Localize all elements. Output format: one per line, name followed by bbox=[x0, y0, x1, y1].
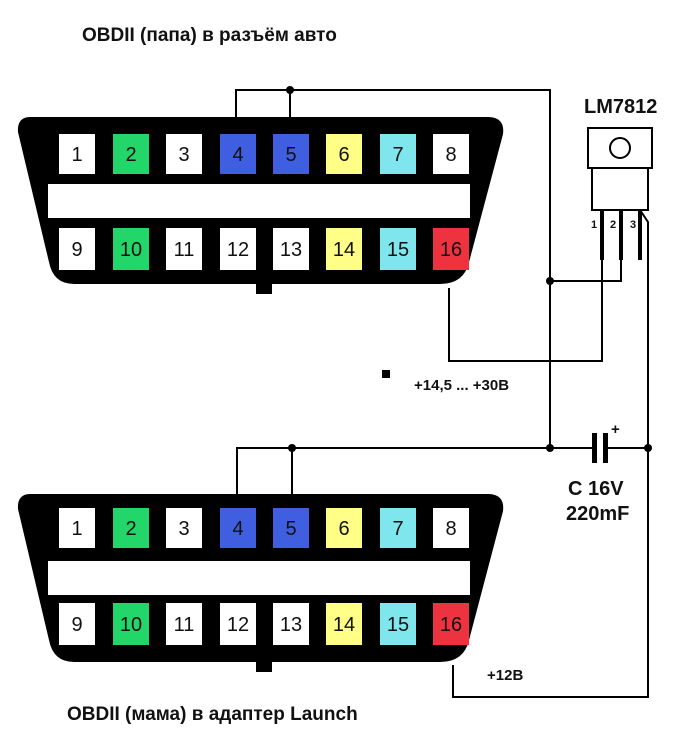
top-pin-label-15: 15 bbox=[387, 239, 409, 261]
top-pin-10 bbox=[113, 228, 149, 270]
wire-input bbox=[448, 210, 603, 362]
bottom-pin-2 bbox=[113, 508, 149, 548]
bottom-pin-label-14: 14 bbox=[333, 614, 355, 636]
bottom-pin-15 bbox=[380, 603, 416, 645]
regulator-pin-2: 2 bbox=[610, 219, 616, 231]
top-pin-2 bbox=[113, 134, 149, 174]
wire-top-ground bbox=[235, 89, 551, 448]
bottom-pin-13 bbox=[273, 603, 309, 645]
top-pin-label-12: 12 bbox=[227, 239, 249, 261]
top-pin-3 bbox=[166, 134, 202, 174]
top-pin-13 bbox=[273, 228, 309, 270]
capacitor-polarity: + bbox=[611, 421, 620, 438]
bottom-pin-7 bbox=[380, 508, 416, 548]
bottom-connector-title: OBDII (мама) в адаптер Launch bbox=[67, 704, 358, 725]
input-voltage-label: +14,5 ... +30В bbox=[414, 377, 509, 394]
top-pin-14 bbox=[326, 228, 362, 270]
bottom-pin-label-13: 13 bbox=[280, 614, 302, 636]
top-pin-15 bbox=[380, 228, 416, 270]
regulator-pin-3: 3 bbox=[630, 219, 636, 231]
top-pin-4 bbox=[220, 134, 256, 174]
voltage-regulator: LM7812 1 2 3 bbox=[584, 96, 657, 260]
top-pin-label-4: 4 bbox=[232, 144, 243, 166]
top-pin-16 bbox=[433, 228, 469, 270]
bottom-pin-label-2: 2 bbox=[125, 518, 136, 540]
wire-bottom-ground bbox=[236, 447, 550, 502]
top-pin-label-5: 5 bbox=[285, 144, 296, 166]
capacitor-value-label: 220mF bbox=[566, 503, 629, 525]
top-pin-label-13: 13 bbox=[280, 239, 302, 261]
top-pin-6 bbox=[326, 134, 362, 174]
top-pin-label-11: 11 bbox=[174, 239, 195, 261]
bottom-pin-label-11: 11 bbox=[174, 614, 195, 636]
bottom-pin-8 bbox=[433, 508, 469, 548]
bottom-pin-label-10: 10 bbox=[120, 614, 142, 636]
top-pin-label-9: 9 bbox=[71, 239, 82, 261]
top-pin-label-14: 14 bbox=[333, 239, 355, 261]
top-pin-label-6: 6 bbox=[338, 144, 349, 166]
top-pin-7 bbox=[380, 134, 416, 174]
bottom-pin-label-1: 1 bbox=[71, 518, 82, 540]
capacitor: + C 16V 220mF bbox=[566, 421, 629, 525]
bottom-pin-label-15: 15 bbox=[387, 614, 409, 636]
top-pin-5 bbox=[273, 134, 309, 174]
bottom-pin-12 bbox=[220, 603, 256, 645]
bottom-pin-14 bbox=[326, 603, 362, 645]
bottom-pin-6 bbox=[326, 508, 362, 548]
regulator-pin-1: 1 bbox=[591, 219, 597, 231]
top-pin-1 bbox=[59, 134, 95, 174]
bottom-pin-11 bbox=[166, 603, 202, 645]
top-pin-label-3: 3 bbox=[178, 144, 189, 166]
top-pin-label-10: 10 bbox=[120, 239, 142, 261]
bottom-pin-label-3: 3 bbox=[178, 518, 189, 540]
top-pin-9 bbox=[59, 228, 95, 270]
top-pin-8 bbox=[433, 134, 469, 174]
bottom-pin-label-8: 8 bbox=[445, 518, 456, 540]
junctions bbox=[286, 86, 652, 452]
top-connector-title: OBDII (папа) в разъём авто bbox=[82, 25, 337, 46]
bottom-pin-9 bbox=[59, 603, 95, 645]
top-pin-label-16: 16 bbox=[440, 239, 462, 261]
top-pin-label-2: 2 bbox=[125, 144, 136, 166]
wires bbox=[235, 89, 649, 698]
top-pin-label-7: 7 bbox=[392, 144, 403, 166]
top-pin-12 bbox=[220, 228, 256, 270]
bottom-pin-3 bbox=[166, 508, 202, 548]
output-voltage-label: +12В bbox=[487, 667, 523, 684]
bottom-pin-label-6: 6 bbox=[338, 518, 349, 540]
bottom-pin-10 bbox=[113, 603, 149, 645]
wire-output bbox=[452, 209, 649, 698]
bottom-pin-label-5: 5 bbox=[285, 518, 296, 540]
bottom-pin-label-9: 9 bbox=[71, 614, 82, 636]
bottom-pin-label-7: 7 bbox=[392, 518, 403, 540]
regulator-name: LM7812 bbox=[584, 96, 657, 118]
top-pin-label-1: 1 bbox=[71, 144, 82, 166]
bottom-pin-1 bbox=[59, 508, 95, 548]
capacitor-voltage-label: C 16V bbox=[568, 478, 624, 500]
bottom-pin-5 bbox=[273, 508, 309, 548]
top-pin-label-8: 8 bbox=[445, 144, 456, 166]
bottom-pin-label-16: 16 bbox=[440, 614, 462, 636]
top-pin-11 bbox=[166, 228, 202, 270]
bottom-pin-label-12: 12 bbox=[227, 614, 249, 636]
bottom-pin-4 bbox=[220, 508, 256, 548]
bottom-pin-16 bbox=[433, 603, 469, 645]
bottom-pin-label-4: 4 bbox=[232, 518, 243, 540]
wire-marker-input bbox=[382, 370, 390, 378]
